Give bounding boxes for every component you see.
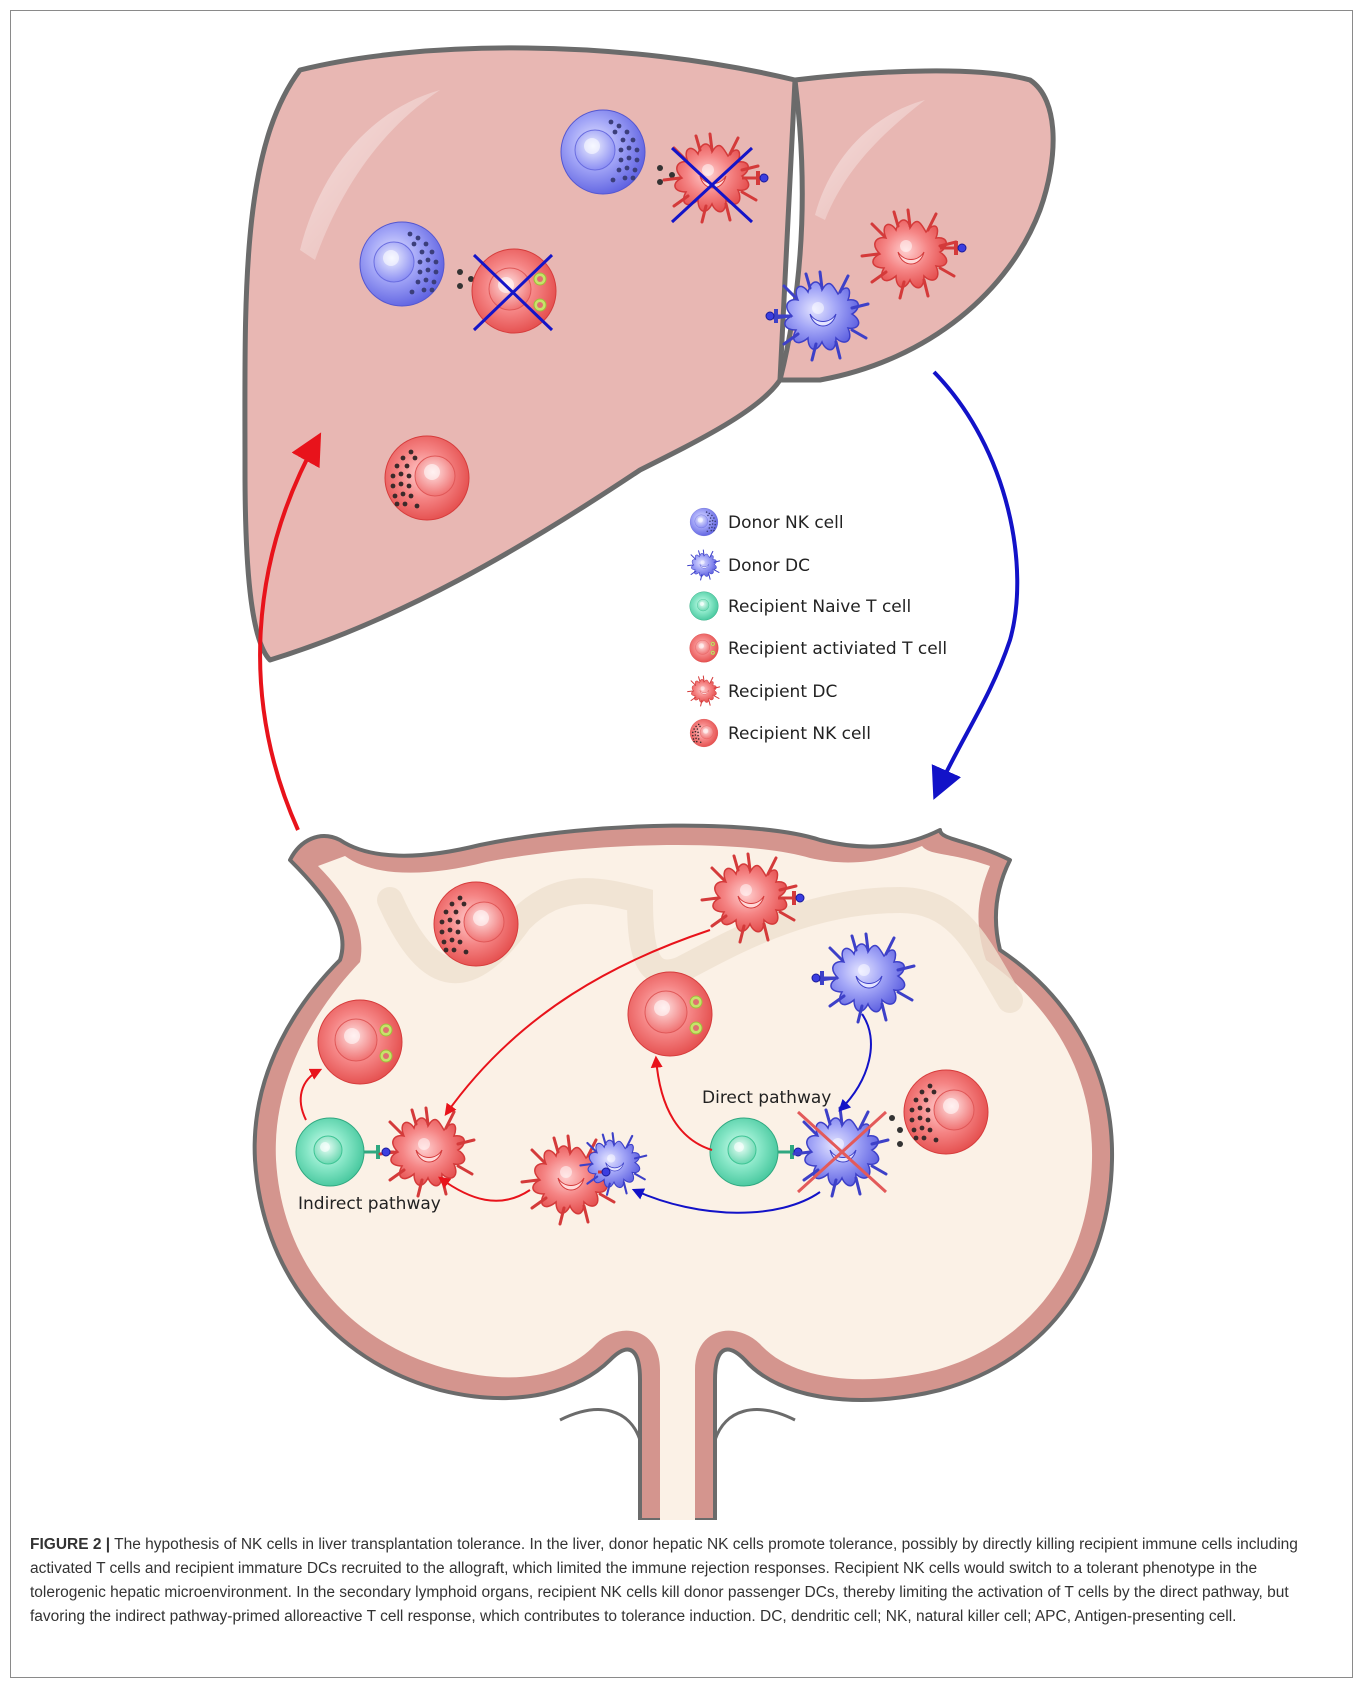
naive-t-cell-indirect [296,1118,364,1186]
legend-item-recipient-dc: Recipient DC [688,676,838,706]
legend-label: Recipient DC [728,682,837,702]
lymph-node-inner-fold-left [560,1410,640,1520]
figure-diagram: Donor NK cell Donor DC Recipient Naive T… [0,0,1363,1520]
liver [245,48,1053,660]
recipient-activated-t-cell-icon [690,634,719,663]
figure-label: FIGURE 2 | [30,1536,110,1553]
legend-label: Recipient activiated T cell [728,639,947,659]
donor-nk-cell-liver-left [360,222,444,306]
indirect-pathway-label: Indirect pathway [298,1194,441,1214]
donor-nk-cell-icon [690,508,718,536]
legend-label: Donor NK cell [728,513,844,533]
donor-dc-icon [688,550,720,580]
caption-text: The hypothesis of NK cells in liver tran… [30,1536,1298,1625]
recipient-dc-icon [688,676,720,706]
activated-t-cell-node-middle [628,972,712,1056]
recipient-nk-cell-icon [690,719,718,747]
legend-item-donor-dc: Donor DC [688,550,810,580]
recipient-nk-cell-liver [385,436,469,520]
recipient-naive-t-cell-icon [690,592,719,621]
direct-pathway-label: Direct pathway [702,1088,831,1108]
naive-t-cell-direct [710,1118,778,1186]
activated-t-cell-node-left [318,1000,402,1084]
legend-label: Donor DC [728,556,810,576]
legend-item-recipient-nk-cell: Recipient NK cell [690,719,871,747]
legend-label: Recipient Naive T cell [728,597,911,617]
legend-label: Recipient NK cell [728,724,871,744]
legend-item-recipient-activated-t-cell: Recipient activiated T cell [690,634,947,663]
legend-item-donor-nk-cell: Donor NK cell [690,508,843,536]
figure-caption: FIGURE 2 | The hypothesis of NK cells in… [30,1533,1330,1629]
recipient-nk-cell-node-top [434,882,518,966]
lymph-node-inner-fold-right [715,1410,795,1520]
lymph-node [255,826,1112,1520]
recipient-nk-cell-node-right [904,1070,988,1154]
legend-item-recipient-naive-t-cell: Recipient Naive T cell [690,592,911,621]
donor-nk-cell-liver-top [561,110,645,194]
legend: Donor NK cell Donor DC Recipient Naive T… [688,508,947,747]
blue-arrow-to-node [934,372,1017,794]
